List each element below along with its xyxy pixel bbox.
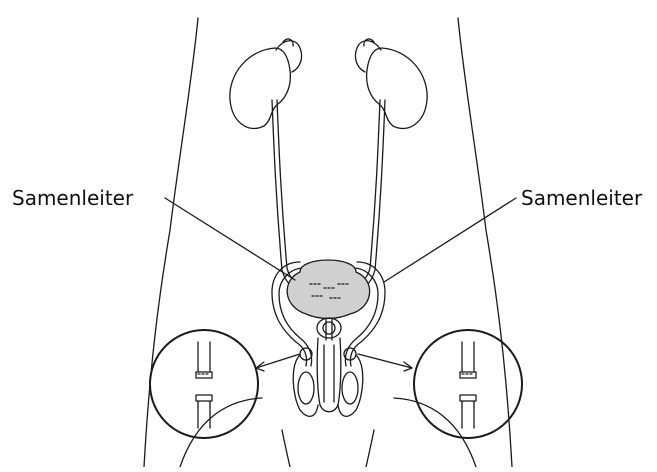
right-leader-line <box>384 198 516 282</box>
label-vas-deferens-right: Samenleiter <box>521 188 642 208</box>
left-kidney <box>230 39 302 128</box>
left-zoom-arrow <box>256 354 300 368</box>
right-zoom-arrow <box>358 354 412 368</box>
testes <box>293 348 363 416</box>
right-kidney <box>355 39 427 128</box>
prostate <box>317 318 341 340</box>
left-leader-line <box>165 198 295 280</box>
label-vas-deferens-left: Samenleiter <box>12 188 133 208</box>
left-zoom-circle <box>150 330 258 438</box>
penis <box>317 338 341 412</box>
